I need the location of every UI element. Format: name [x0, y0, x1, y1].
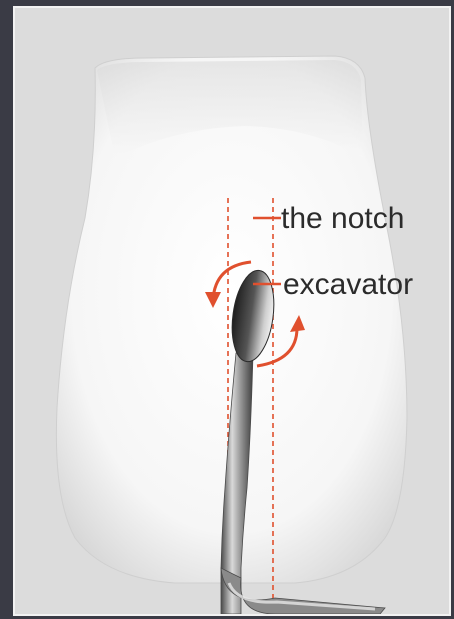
label-the-notch: the notch — [281, 202, 404, 235]
illustration-panel: the notch excavator — [13, 6, 451, 616]
tooth-diagram: the notch excavator — [15, 8, 449, 614]
label-excavator: excavator — [283, 268, 413, 301]
